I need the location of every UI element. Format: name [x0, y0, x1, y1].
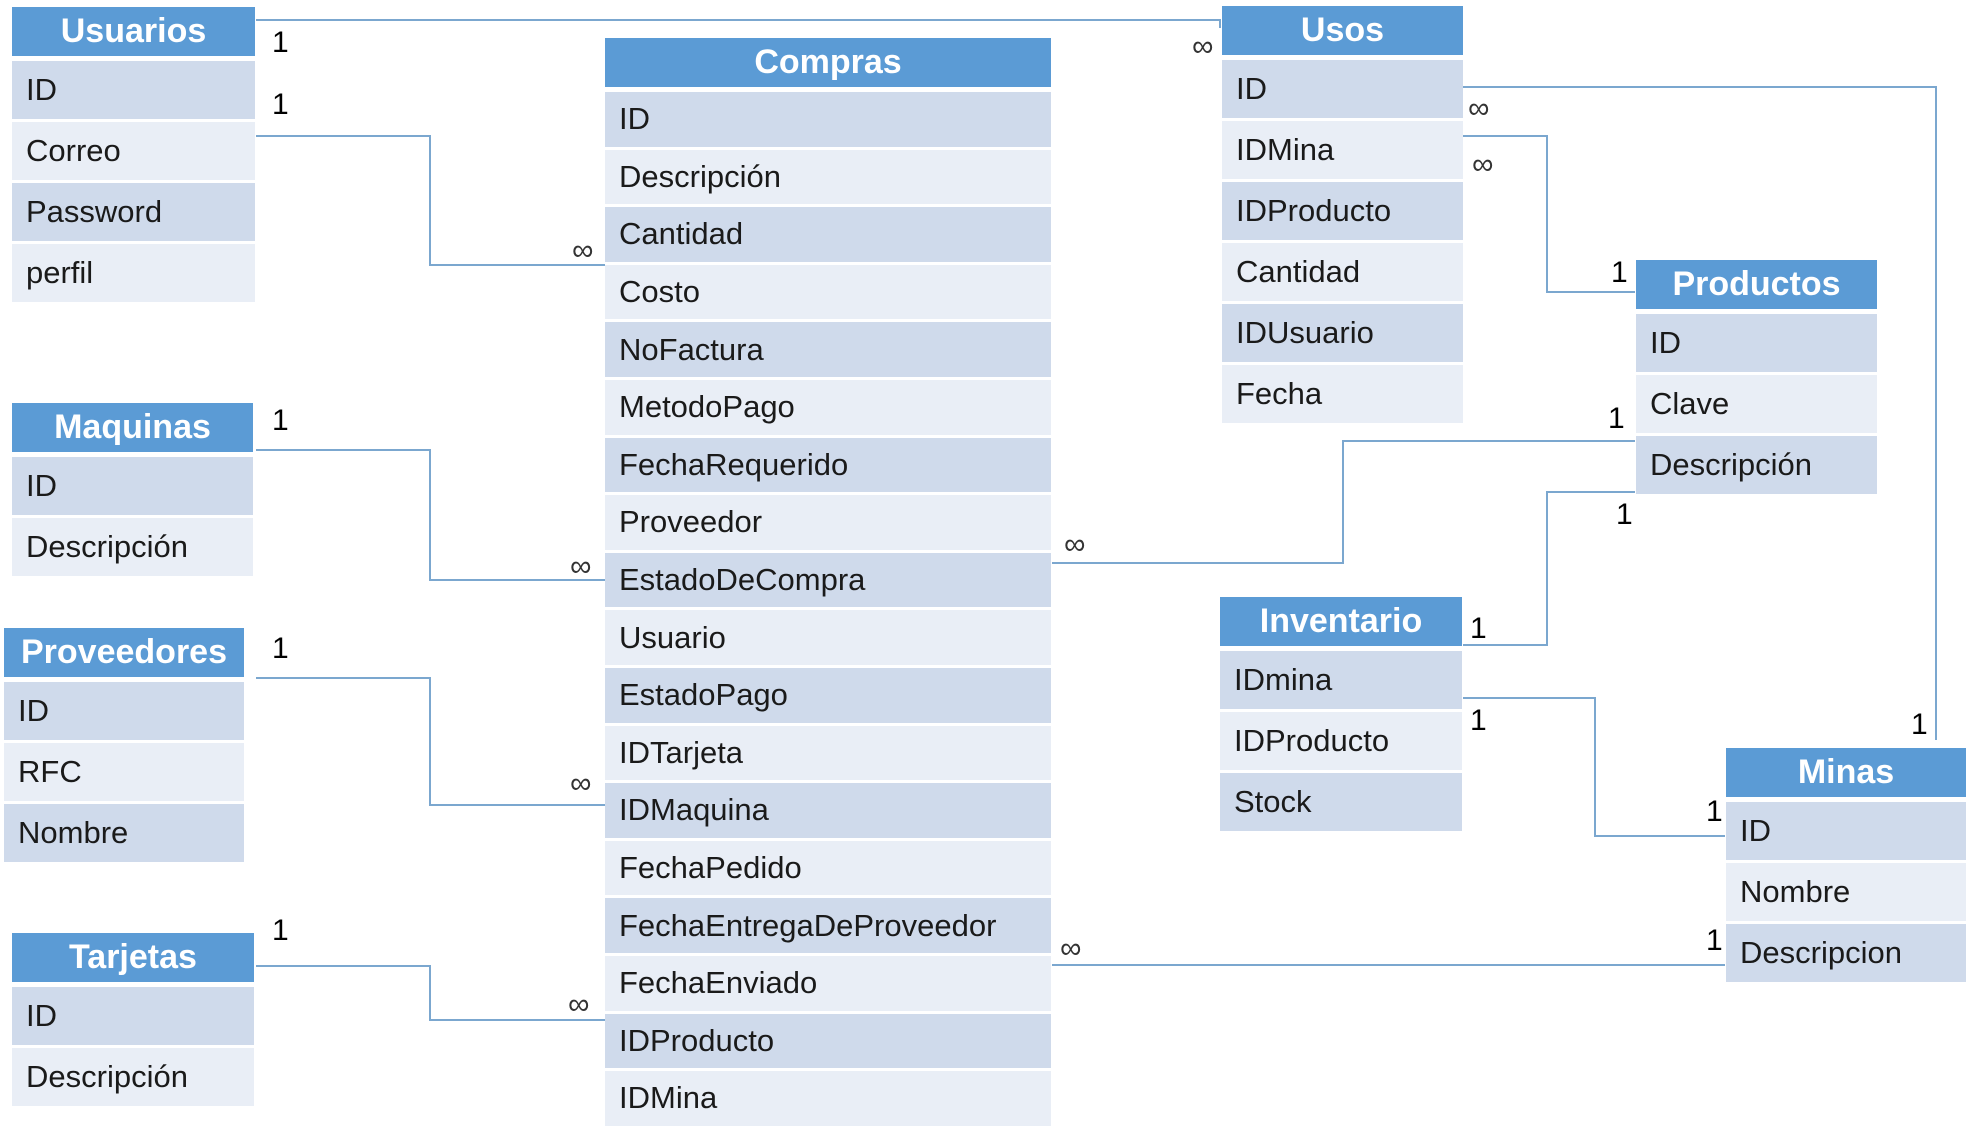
- cardinality-one: 1: [1706, 795, 1723, 828]
- cardinality-many: ∞: [1060, 932, 1082, 965]
- entity-minas: Minas ID Nombre Descripcion: [1726, 748, 1966, 985]
- cardinality-many: ∞: [1468, 92, 1490, 125]
- field: IDProducto: [1220, 712, 1462, 773]
- field: ID: [605, 92, 1051, 150]
- field: IDTarjeta: [605, 725, 1051, 784]
- cardinality-one: 1: [1611, 256, 1628, 289]
- entity-tarjetas: Tarjetas ID Descripción: [12, 933, 254, 1109]
- entity-title: Minas: [1726, 748, 1966, 802]
- cardinality-one: 1: [1470, 612, 1487, 645]
- field: Correo: [12, 122, 255, 183]
- line-compras-productos: [1052, 440, 1635, 564]
- cardinality-many: ∞: [572, 234, 594, 267]
- field: IDProducto: [605, 1013, 1051, 1072]
- entity-title: Compras: [605, 38, 1051, 92]
- field: IDProducto: [1222, 182, 1463, 243]
- cardinality-one: 1: [1706, 924, 1723, 957]
- cardinality-many: ∞: [1064, 528, 1086, 561]
- cardinality-one: 1: [1616, 498, 1633, 531]
- field: IDmina: [1220, 651, 1462, 712]
- cardinality-many: ∞: [570, 767, 592, 800]
- cardinality-many: ∞: [1472, 148, 1494, 181]
- field: Usuario: [605, 610, 1051, 668]
- field: IDMaquina: [605, 783, 1051, 841]
- entity-title: Usos: [1222, 6, 1463, 60]
- entity-inventario: Inventario IDmina IDProducto Stock: [1220, 597, 1462, 834]
- cardinality-one: 1: [272, 404, 289, 437]
- field: Descripción: [605, 149, 1051, 208]
- field: NoFactura: [605, 322, 1051, 380]
- field: IDMina: [1222, 121, 1463, 182]
- entity-productos: Productos ID Clave Descripción: [1636, 260, 1877, 497]
- field: IDMina: [605, 1071, 1051, 1129]
- field: Cantidad: [605, 207, 1051, 265]
- line-usos-productos: [1463, 135, 1635, 293]
- field: ID: [12, 457, 253, 518]
- field: ID: [12, 61, 255, 122]
- field: FechaEnviado: [605, 955, 1051, 1014]
- field: ID: [4, 682, 244, 743]
- field: Proveedor: [605, 495, 1051, 553]
- entity-maquinas: Maquinas ID Descripción: [12, 403, 253, 579]
- cardinality-one: 1: [272, 914, 289, 947]
- field: FechaEntregaDeProveedor: [605, 898, 1051, 956]
- field: IDUsuario: [1222, 304, 1463, 365]
- field: perfil: [12, 244, 255, 305]
- field: ID: [1726, 802, 1966, 863]
- cardinality-many: ∞: [1192, 30, 1214, 63]
- cardinality-one: 1: [272, 26, 289, 59]
- field: FechaPedido: [605, 840, 1051, 899]
- field: EstadoDeCompra: [605, 552, 1051, 611]
- field: EstadoPago: [605, 667, 1051, 726]
- field: Descripción: [12, 518, 253, 579]
- cardinality-one: 1: [1911, 708, 1928, 741]
- cardinality-many: ∞: [568, 988, 590, 1021]
- line-usuarios-usos: [256, 19, 1221, 28]
- entity-title: Proveedores: [4, 628, 244, 682]
- field: Clave: [1636, 375, 1877, 436]
- field: Descripción: [12, 1048, 254, 1109]
- entity-title: Productos: [1636, 260, 1877, 314]
- entity-title: Tarjetas: [12, 933, 254, 987]
- cardinality-one: 1: [272, 632, 289, 665]
- field: MetodoPago: [605, 379, 1051, 438]
- entity-usuarios: Usuarios ID Correo Password perfil: [12, 7, 255, 305]
- field: Costo: [605, 264, 1051, 323]
- cardinality-many: ∞: [570, 550, 592, 583]
- line-inventario-productos: [1463, 491, 1635, 646]
- line-maquinas-compras: [256, 449, 605, 581]
- field: ID: [1636, 314, 1877, 375]
- entity-title: Inventario: [1220, 597, 1462, 651]
- line-inventario-minas: [1463, 697, 1725, 837]
- entity-title: Usuarios: [12, 7, 255, 61]
- entity-compras: Compras ID Descripción Cantidad Costo No…: [605, 38, 1051, 1129]
- field: RFC: [4, 743, 244, 804]
- field: Nombre: [4, 804, 244, 865]
- line-usos-minas: [1463, 86, 1937, 740]
- line-usuarios-compras: [256, 135, 605, 266]
- field: ID: [1222, 60, 1463, 121]
- entity-title: Maquinas: [12, 403, 253, 457]
- line-proveedores-compras: [256, 677, 605, 806]
- field: Stock: [1220, 773, 1462, 834]
- field: FechaRequerido: [605, 437, 1051, 496]
- cardinality-one: 1: [1608, 402, 1625, 435]
- cardinality-one: 1: [272, 88, 289, 121]
- cardinality-one: 1: [1470, 704, 1487, 737]
- field: Fecha: [1222, 365, 1463, 426]
- field: Descripción: [1636, 436, 1877, 497]
- field: Descripcion: [1726, 924, 1966, 985]
- entity-usos: Usos ID IDMina IDProducto Cantidad IDUsu…: [1222, 6, 1463, 426]
- entity-proveedores: Proveedores ID RFC Nombre: [4, 628, 244, 865]
- field: ID: [12, 987, 254, 1048]
- field: Nombre: [1726, 863, 1966, 924]
- field: Password: [12, 183, 255, 244]
- line-tarjetas-compras: [256, 965, 605, 1021]
- field: Cantidad: [1222, 243, 1463, 304]
